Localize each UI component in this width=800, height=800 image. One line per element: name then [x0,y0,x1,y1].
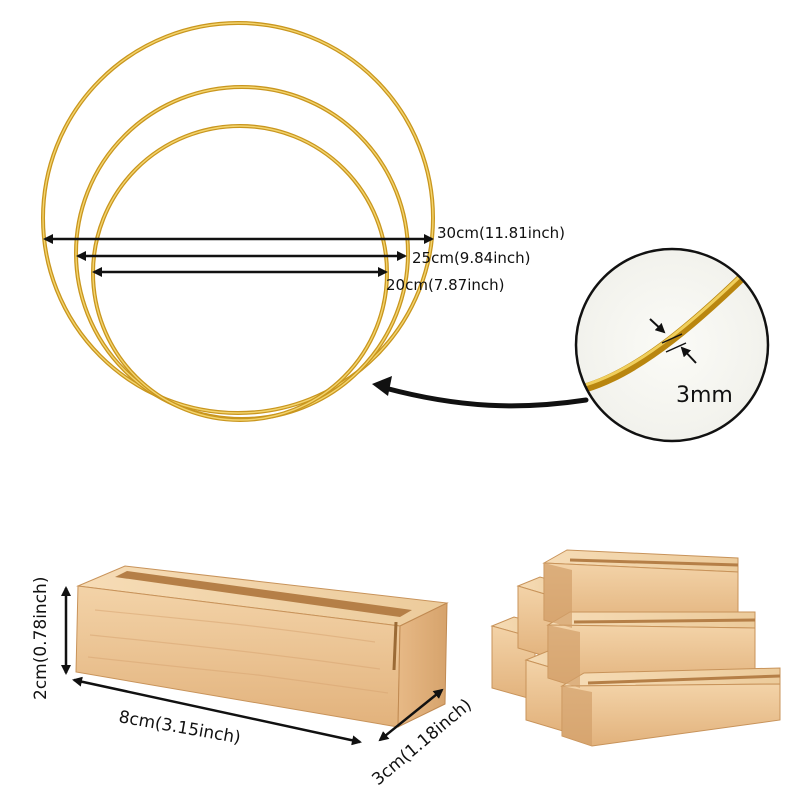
wire-detail-zoom: 3mm [574,247,770,443]
gold-hoops [41,21,435,422]
zoom-frame [574,247,770,443]
wood-block-stack [490,549,781,747]
hoop-medium [74,85,410,421]
label-height: 2cm(0.78inch) [31,577,51,700]
label-25cm: 25cm(9.84inch) [412,249,530,267]
pointer-arrow [382,385,589,409]
dimension-arrow-width [378,688,444,742]
dimension-arrow-length [72,676,362,746]
wire-thickness-label: 3mm [676,383,733,408]
wood-block-single [75,565,449,728]
label-20cm: 20cm(7.87inch) [386,276,504,294]
hoop-dimension-lines [43,234,434,277]
label-30cm: 30cm(11.81inch) [437,224,565,242]
